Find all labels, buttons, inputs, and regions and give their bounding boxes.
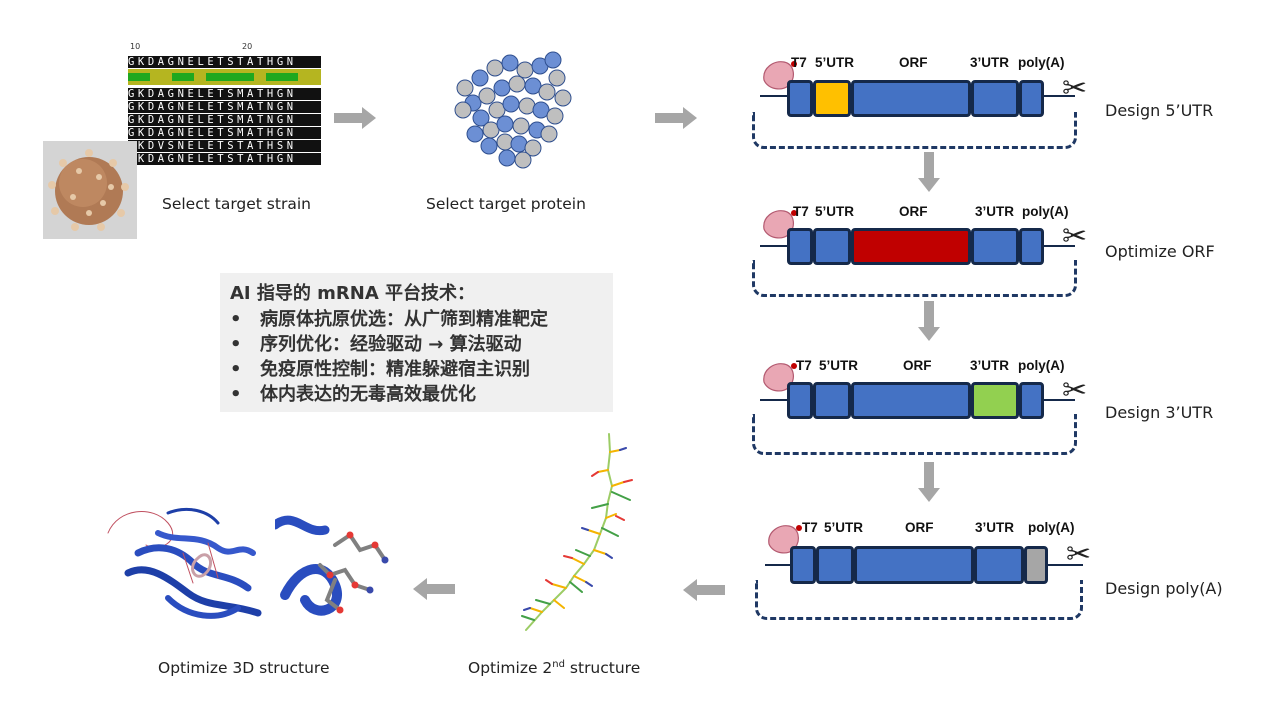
caption-optimize-2nd-structure: Optimize 2nd structure [468,659,640,677]
ai-platform-textbox: AI 指导的 mRNA 平台技术： • 病原体抗原优选：从广筛到精准靶定 • 序列优… [220,273,613,412]
t7-label: T7 [793,204,809,219]
polymerase-icon [763,210,797,239]
plasmid-loop [752,260,1077,297]
t7-segment [787,80,813,117]
utr5-label: 5’UTR [824,520,864,535]
polya-label: poly(A) [1028,520,1075,535]
caption-select-strain: Select target strain [162,195,311,213]
caption-2nd-pre: Optimize 2 [468,659,553,678]
polya-label: poly(A) [1022,204,1069,219]
scissors-icon: ✂ [1066,537,1092,572]
utr3-segment [971,80,1019,117]
alignment-row: GKDAGNELETSMATNGN [128,114,321,126]
right-arrow [334,107,376,129]
orf-segment [851,80,971,117]
scissors-icon: ✂ [1062,71,1088,106]
utr3-label: 3’UTR [970,358,1010,373]
plasmid-loop [752,112,1077,149]
textbox-item: • 体内表达的无毒高效最优化 [230,380,476,406]
virus-image [43,141,137,239]
orf-segment-highlighted [851,228,971,265]
orf-label: ORF [903,358,932,373]
utr3-segment [974,546,1024,584]
t7-segment [787,382,813,419]
alignment-position-10: 10 [130,42,141,51]
utr3-segment-highlighted [971,382,1019,419]
utr5-segment [816,546,854,584]
alignment-row: GKDAGNELETSMATNGN [128,101,321,113]
utr3-segment [971,228,1019,265]
textbox-item: • 病原体抗原优选：从广筛到精准靶定 [230,305,548,331]
right-arrow [655,107,697,129]
optimize-orf-label: Optimize ORF [1105,242,1215,261]
textbox-item-text: 序列优化：经验驱动 → 算法驱动 [260,334,522,355]
design-polya-label: Design poly(A) [1105,579,1223,598]
textbox-item: • 序列优化：经验驱动 → 算法驱动 [230,330,522,356]
orf-segment [854,546,974,584]
bullet: • [230,359,242,380]
utr3-label: 3’UTR [975,204,1015,219]
utr5-label: 5’UTR [815,55,855,70]
bullet: • [230,309,242,330]
alignment-row: GKDAGNELETSTATHGN [128,153,321,165]
utr5-segment [813,228,851,265]
plasmid-loop [755,580,1083,620]
design-3utr-label: Design 3’UTR [1105,403,1214,422]
orf-label: ORF [899,55,928,70]
utr5-segment [813,382,851,419]
sequence-alignment: 10 20 GKDAGNELETSTATHGN GKDAGNELETSMATHG… [128,42,321,172]
alignment-position-20: 20 [242,42,253,51]
caption-optimize-3d-structure: Optimize 3D structure [158,659,330,677]
design-5utr-label: Design 5’UTR [1105,101,1214,120]
t7-label: T7 [802,520,818,535]
polya-segment [1019,382,1044,419]
conservation-bar [128,69,321,85]
utr3-label: 3’UTR [970,55,1010,70]
alignment-row: GKDVSNELETSTATHSN [128,140,321,152]
polya-label: poly(A) [1018,55,1065,70]
down-arrow [918,301,940,341]
orf-segment [851,382,971,419]
textbox-item-text: 免疫原性控制：精准躲避宿主识别 [260,359,530,380]
polya-label: poly(A) [1018,358,1065,373]
left-arrow [413,578,455,600]
polymerase-icon [763,363,797,392]
utr5-segment-highlighted [813,80,851,117]
t7-label: T7 [796,358,812,373]
down-arrow [918,462,940,502]
t7-segment [787,228,813,265]
polya-segment-highlighted [1024,546,1048,584]
t7-segment [790,546,816,584]
bullet: • [230,334,242,355]
scissors-icon: ✂ [1062,373,1088,408]
bullet: • [230,384,242,405]
textbox-item-text: 病原体抗原优选：从广筛到精准靶定 [260,309,548,330]
caption-select-protein: Select target protein [426,195,586,213]
caption-2nd-post: structure [564,659,641,678]
protein-cluster-image [454,51,572,169]
polymerase-icon [763,61,797,90]
plasmid-loop [752,414,1077,455]
alignment-row: GKDAGNELETSMATHGN [128,88,321,100]
polya-segment [1019,228,1044,265]
down-arrow [918,152,940,192]
protein-binding-site-image [275,515,389,616]
orf-label: ORF [899,204,928,219]
protein-3d-structure-image [107,507,262,619]
textbox-item: • 免疫原性控制：精准躲避宿主识别 [230,355,530,381]
alignment-row: GKDAGNELETSMATHGN [128,127,321,139]
utr5-label: 5’UTR [819,358,859,373]
polya-segment [1019,80,1044,117]
rna-secondary-structure-image [521,433,633,631]
orf-label: ORF [905,520,934,535]
t7-label: T7 [791,55,807,70]
textbox-item-text: 体内表达的无毒高效最优化 [260,384,476,405]
utr3-label: 3’UTR [975,520,1015,535]
caption-2nd-sup: nd [552,659,565,670]
scissors-icon: ✂ [1062,219,1088,254]
textbox-title: AI 指导的 mRNA 平台技术： [230,283,476,304]
left-arrow [683,579,725,601]
utr5-label: 5’UTR [815,204,855,219]
alignment-consensus-row: GKDAGNELETSTATHGN [128,56,321,68]
